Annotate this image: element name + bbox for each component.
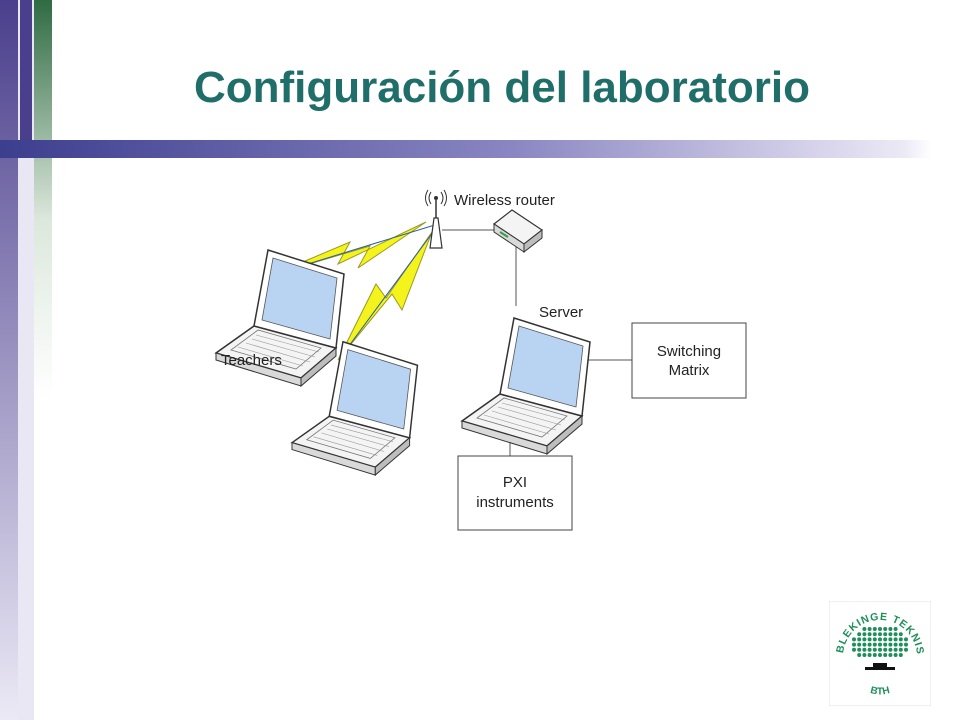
svg-text:BTH: BTH	[869, 685, 891, 697]
left-decorative-bars	[0, 0, 52, 720]
lightning-bolt-1	[271, 221, 427, 276]
bth-logo: BLEKINGE TEKNISKA HÖGSKOLA BTH	[829, 601, 931, 706]
title-underline-band	[0, 140, 932, 158]
pxi-instruments-box	[457, 455, 573, 531]
pxi-label-line1: PXI	[503, 474, 527, 491]
network-diagram: Wireless router Server Teachers Switchin…	[215, 189, 747, 531]
pxi-label-line2: instruments	[476, 494, 554, 511]
wireless-antenna-icon	[425, 189, 447, 249]
slide-title: Configuración del laboratorio	[193, 63, 811, 112]
wireless-router-icon	[492, 209, 544, 254]
switching-label-line1: Switching	[657, 343, 721, 360]
router-label: Wireless router	[454, 192, 555, 209]
server-label: Server	[539, 304, 583, 321]
switching-matrix-box	[631, 322, 747, 399]
teachers-label: Teachers	[221, 352, 282, 369]
server-laptop	[461, 317, 591, 455]
switching-label-line2: Matrix	[669, 362, 710, 379]
